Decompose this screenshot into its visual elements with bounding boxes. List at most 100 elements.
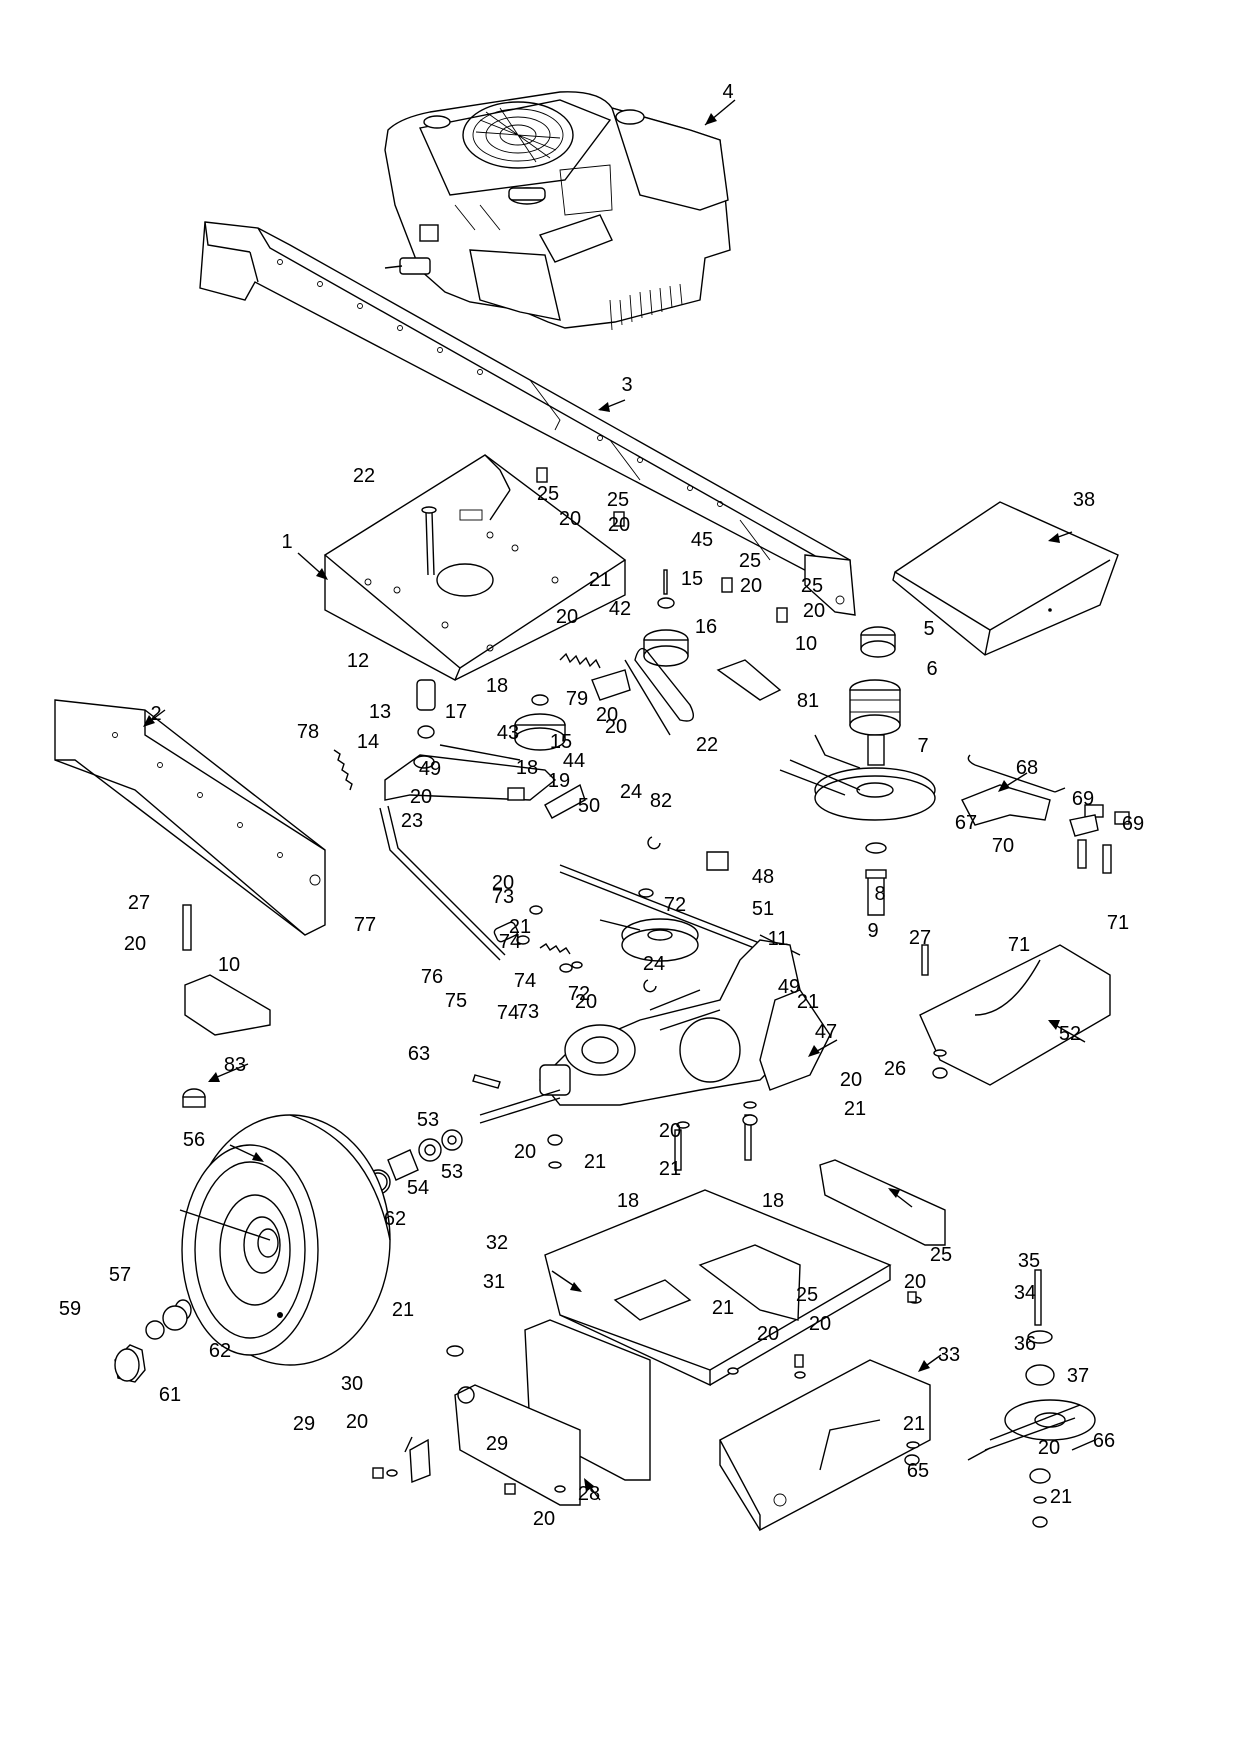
callout-label: 27	[128, 892, 150, 914]
callout-label: 21	[1050, 1486, 1072, 1508]
callout-label: 81	[797, 690, 819, 712]
callout-label: 25	[739, 550, 761, 572]
callout-label: 83	[224, 1054, 246, 1076]
callout-label: 21	[589, 569, 611, 591]
callout-label: 52	[1059, 1023, 1081, 1045]
callout-label: 37	[1067, 1365, 1089, 1387]
callout-label: 25	[796, 1284, 818, 1306]
callout-label: 13	[369, 701, 391, 723]
callout-label: 20	[809, 1313, 831, 1335]
callout-label: 22	[353, 465, 375, 487]
callout-label: 57	[109, 1264, 131, 1286]
callout-label: 27	[909, 927, 931, 949]
callout-label: 33	[938, 1344, 960, 1366]
cover-plate-drawing	[892, 501, 1119, 656]
callout-label: 10	[218, 954, 240, 976]
callout-label: 82	[650, 790, 672, 812]
callout-label: 36	[1014, 1333, 1036, 1355]
callout-label: 72	[568, 983, 590, 1005]
callout-label: 74	[497, 1002, 519, 1024]
callout-label: 76	[421, 966, 443, 988]
callout-label: 25	[801, 575, 823, 597]
callout-label: 38	[1073, 489, 1095, 511]
callout-label: 21	[392, 1299, 414, 1321]
callout-label: 12	[347, 650, 369, 672]
left-rail-drawing	[54, 699, 326, 936]
callout-label: 25	[537, 483, 559, 505]
callout-label: 18	[762, 1190, 784, 1212]
callout-label: 3	[621, 374, 632, 396]
callout-label: 48	[752, 866, 774, 888]
main-frame-drawing	[199, 221, 856, 616]
callout-label: 42	[609, 598, 631, 620]
callout-label: 26	[884, 1058, 906, 1080]
wheel-drawing	[114, 1114, 391, 1383]
callout-label: 20	[514, 1141, 536, 1163]
callout-label: 20	[575, 991, 597, 1013]
callout-label: 20	[803, 600, 825, 622]
leader-lines	[143, 99, 1096, 1501]
callout-label: 5	[923, 618, 934, 640]
callout-label: 8	[874, 883, 885, 905]
callout-label: 77	[354, 914, 376, 936]
callout-label: 29	[293, 1413, 315, 1435]
callout-label: 25	[607, 489, 629, 511]
callout-label: 69	[1122, 813, 1144, 835]
callout-label: 21	[712, 1297, 734, 1319]
callout-label: 47	[815, 1021, 837, 1043]
callout-label: 14	[357, 731, 379, 753]
callout-label: 23	[401, 810, 423, 832]
callout-label: 11	[768, 928, 789, 950]
callout-label: 6	[926, 658, 937, 680]
callout-label: 61	[159, 1384, 181, 1406]
callout-label: 20	[608, 514, 630, 536]
callout-label: 20	[596, 704, 618, 726]
callout-label: 18	[617, 1190, 639, 1212]
callout-label: 24	[643, 953, 665, 975]
callout-label: 71	[1107, 912, 1129, 934]
callout-label: 20	[492, 872, 514, 894]
callout-label: 21	[584, 1151, 606, 1173]
callout-label: 17	[445, 701, 467, 723]
callout-label: 71	[1008, 934, 1030, 956]
callout-label: 44	[563, 750, 585, 772]
callout-label: 20	[533, 1508, 555, 1530]
callout-label: 21	[844, 1098, 866, 1120]
callout-label: 54	[407, 1177, 429, 1199]
callout-label: 21	[797, 991, 819, 1013]
callout-label: 70	[992, 835, 1014, 857]
transmission-drawing	[365, 918, 831, 1195]
callout-label: 22	[696, 734, 718, 756]
callout-label: 20	[605, 716, 627, 738]
callout-label: 9	[867, 920, 878, 942]
callout-label: 66	[1093, 1430, 1115, 1452]
callout-label: 20	[757, 1323, 779, 1345]
engine-drawing	[384, 91, 731, 331]
callout-label: 67	[955, 812, 977, 834]
callout-label: 45	[691, 529, 713, 551]
callout-label: 51	[752, 898, 774, 920]
brake-linkage-drawing	[961, 754, 1130, 874]
linkage-drawing	[333, 467, 801, 993]
callout-label: 73	[517, 1001, 539, 1023]
engine-pulley-drawing	[779, 626, 936, 916]
callout-label: 16	[695, 616, 717, 638]
callout-label: 62	[209, 1340, 231, 1362]
callout-label: 59	[59, 1298, 81, 1320]
callout-label: 10	[795, 633, 817, 655]
callout-label: 20	[659, 1120, 681, 1142]
callout-label: 29	[486, 1433, 508, 1455]
callout-label: 75	[445, 990, 467, 1012]
callout-label: 78	[297, 721, 319, 743]
callout-label: 20	[559, 508, 581, 530]
callout-label: 31	[483, 1271, 505, 1293]
callout-label: 21	[509, 916, 531, 938]
callout-label: 1	[281, 531, 292, 553]
callout-label: 21	[903, 1413, 925, 1435]
callout-label: 56	[183, 1129, 205, 1151]
callout-label: 19	[548, 770, 570, 792]
callout-label: 18	[486, 675, 508, 697]
callout-label: 15	[681, 568, 703, 590]
callout-label: 35	[1018, 1250, 1040, 1272]
